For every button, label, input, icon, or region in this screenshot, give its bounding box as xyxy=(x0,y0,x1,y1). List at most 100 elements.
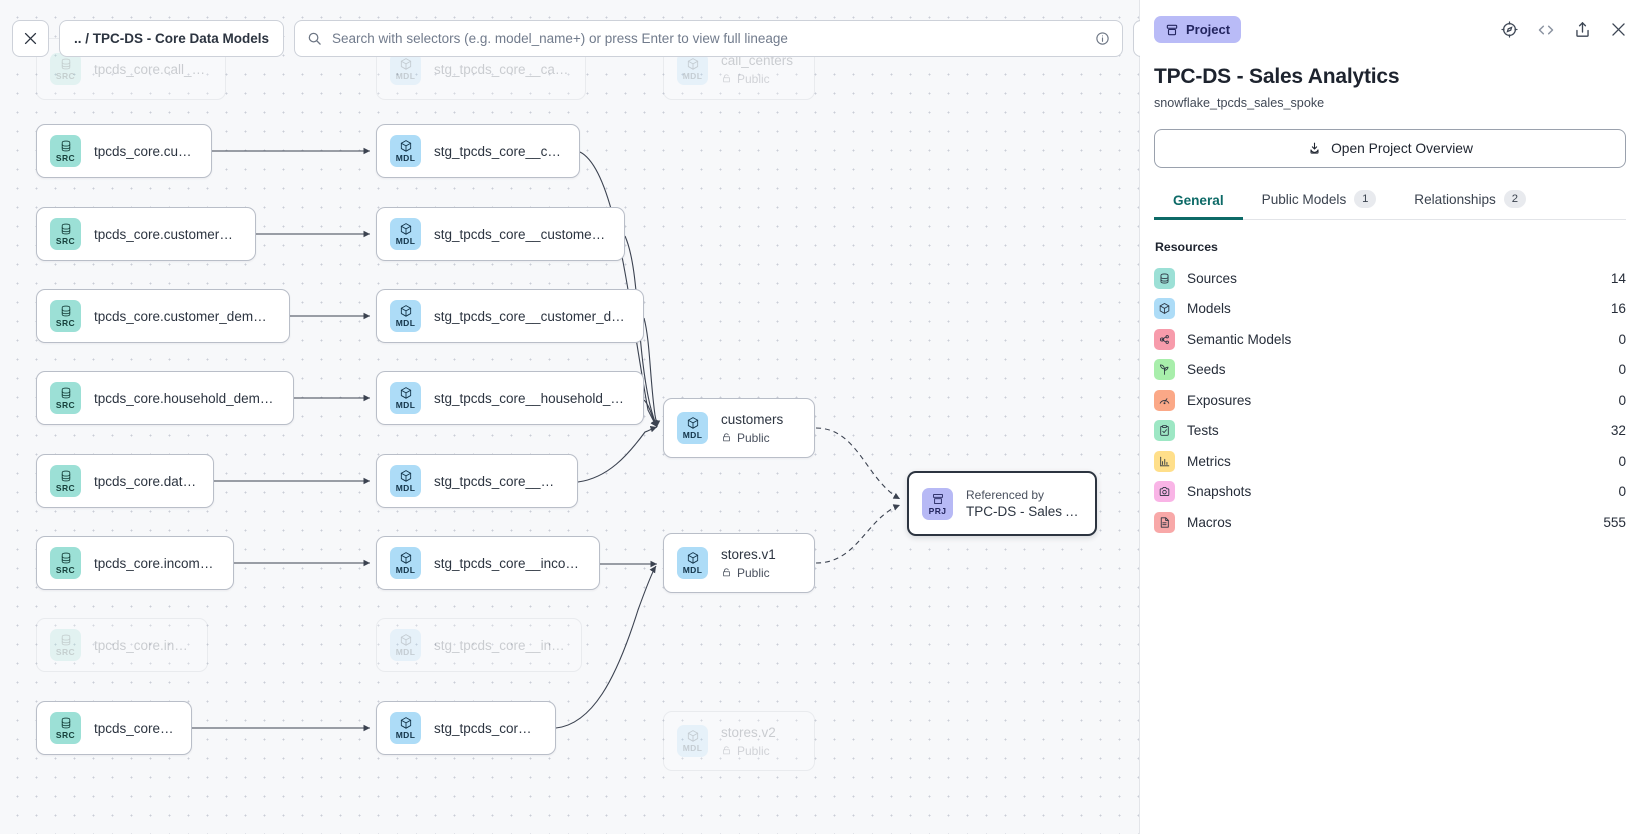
node-text: stg_tpcds_core__store xyxy=(434,720,539,737)
project-icon xyxy=(932,493,943,504)
node-title: stg_tpcds_core__store xyxy=(434,720,539,736)
node-type-label: MDL xyxy=(682,743,703,753)
tab-general[interactable]: General xyxy=(1154,193,1243,220)
panel-body: TPC-DS - Sales Analytics snowflake_tpcds… xyxy=(1140,43,1648,538)
resource-row-snapshots[interactable]: Snapshots 0 xyxy=(1154,477,1626,508)
unlock-icon xyxy=(723,746,730,755)
node-access-badge: Public xyxy=(721,71,793,87)
resource-name: Tests xyxy=(1187,423,1219,439)
node-type-badge-mdl: MDL xyxy=(390,712,421,744)
node-title: tpcds_core.call_center xyxy=(94,61,209,77)
refresh-button[interactable] xyxy=(1133,20,1140,57)
focus-icon[interactable] xyxy=(1500,20,1519,39)
cube-icon xyxy=(400,58,411,70)
cube-icon xyxy=(400,552,411,564)
database-icon xyxy=(61,223,70,235)
node-title: stg_tpcds_core__call_center xyxy=(434,61,569,77)
resource-icon-wrap xyxy=(1154,511,1175,533)
database-icon xyxy=(61,717,70,729)
lineage-canvas[interactable]: SRCtpcds_core.call_centerMDLstg_tpcds_co… xyxy=(0,0,1140,834)
node-text: tpcds_core.call_center xyxy=(94,61,209,78)
resource-count: 14 xyxy=(1610,270,1626,286)
node-type-label: SRC xyxy=(55,565,76,575)
node-type-label: MDL xyxy=(395,647,416,657)
lineage-node-mdl-hh-demo[interactable]: MDL stg_tpcds_core__household_demogr… xyxy=(376,371,644,425)
resource-count: 0 xyxy=(1618,484,1626,500)
lineage-node-mdl-store[interactable]: MDL stg_tpcds_core__store xyxy=(376,701,556,755)
node-type-label: MDL xyxy=(395,565,416,575)
node-text: stg_tpcds_core__customer_address xyxy=(434,226,608,243)
node-type-badge-src: SRC xyxy=(50,382,81,414)
node-text: stg_tpcds_core__inventory xyxy=(434,637,565,654)
cube-icon xyxy=(400,223,411,235)
lineage-node-src-income-band[interactable]: SRC tpcds_core.income_band xyxy=(36,536,234,590)
breadcrumb[interactable]: .. / TPC-DS - Core Data Models xyxy=(59,20,285,57)
node-access-label: Public xyxy=(737,743,770,758)
node-title: stg_tpcds_core__date_dim xyxy=(434,473,561,489)
page-title: TPC-DS - Sales Analytics xyxy=(1154,65,1400,88)
node-type-badge-mdl: MDL xyxy=(677,412,708,444)
resource-name: Snapshots xyxy=(1187,484,1252,500)
unlock-icon xyxy=(723,568,730,577)
node-text: stg_tpcds_core__household_demogr… xyxy=(434,390,627,407)
node-title: tpcds_core.customer_demographics xyxy=(94,308,273,324)
node-type-label: MDL xyxy=(395,400,416,410)
node-title: tpcds_core.income_band xyxy=(94,555,217,571)
lineage-node-mdl-inventory[interactable]: MDL stg_tpcds_core__inventory xyxy=(376,618,582,672)
node-text: stg_tpcds_core__customer_demogra… xyxy=(434,308,627,325)
info-icon[interactable] xyxy=(1095,31,1110,46)
close-panel-button[interactable] xyxy=(1609,20,1628,39)
search-bar[interactable] xyxy=(294,20,1124,57)
node-type-badge-src: SRC xyxy=(50,218,81,250)
node-title: tpcds_core.date_dim xyxy=(94,473,197,489)
node-type-badge-src: SRC xyxy=(50,712,81,744)
node-title: stg_tpcds_core__customer xyxy=(434,143,563,159)
resource-name: Semantic Models xyxy=(1187,331,1292,347)
tab-label: Relationships xyxy=(1414,191,1496,207)
open-project-overview-button[interactable]: Open Project Overview xyxy=(1154,129,1626,168)
tab-count-badge: 2 xyxy=(1503,190,1526,208)
share-icon[interactable] xyxy=(1573,20,1592,39)
database-icon xyxy=(61,387,70,399)
search-input[interactable] xyxy=(332,31,1086,46)
code-icon[interactable] xyxy=(1536,20,1556,40)
close-lineage-button[interactable] xyxy=(12,20,49,57)
resource-type-chip[interactable]: Project xyxy=(1154,16,1242,43)
lineage-node-mdl-date-dim[interactable]: MDL stg_tpcds_core__date_dim xyxy=(376,454,578,508)
node-type-badge-mdl: MDL xyxy=(390,135,421,167)
node-type-label: MDL xyxy=(395,483,416,493)
node-text: tpcds_core.income_band xyxy=(94,555,217,572)
tab-relationships[interactable]: Relationships 2 xyxy=(1395,190,1545,220)
node-type-label: SRC xyxy=(55,236,76,246)
resource-icon-wrap xyxy=(1154,328,1175,350)
node-access-badge: Public xyxy=(721,743,776,759)
cube-icon xyxy=(400,140,411,152)
node-type-badge-src: SRC xyxy=(50,135,81,167)
lineage-node-mdl-customer[interactable]: MDL stg_tpcds_core__customer xyxy=(376,124,580,178)
lineage-node-mdl-cust-demo[interactable]: MDLstg_tpcds_core__customer_demogra… xyxy=(376,289,644,343)
